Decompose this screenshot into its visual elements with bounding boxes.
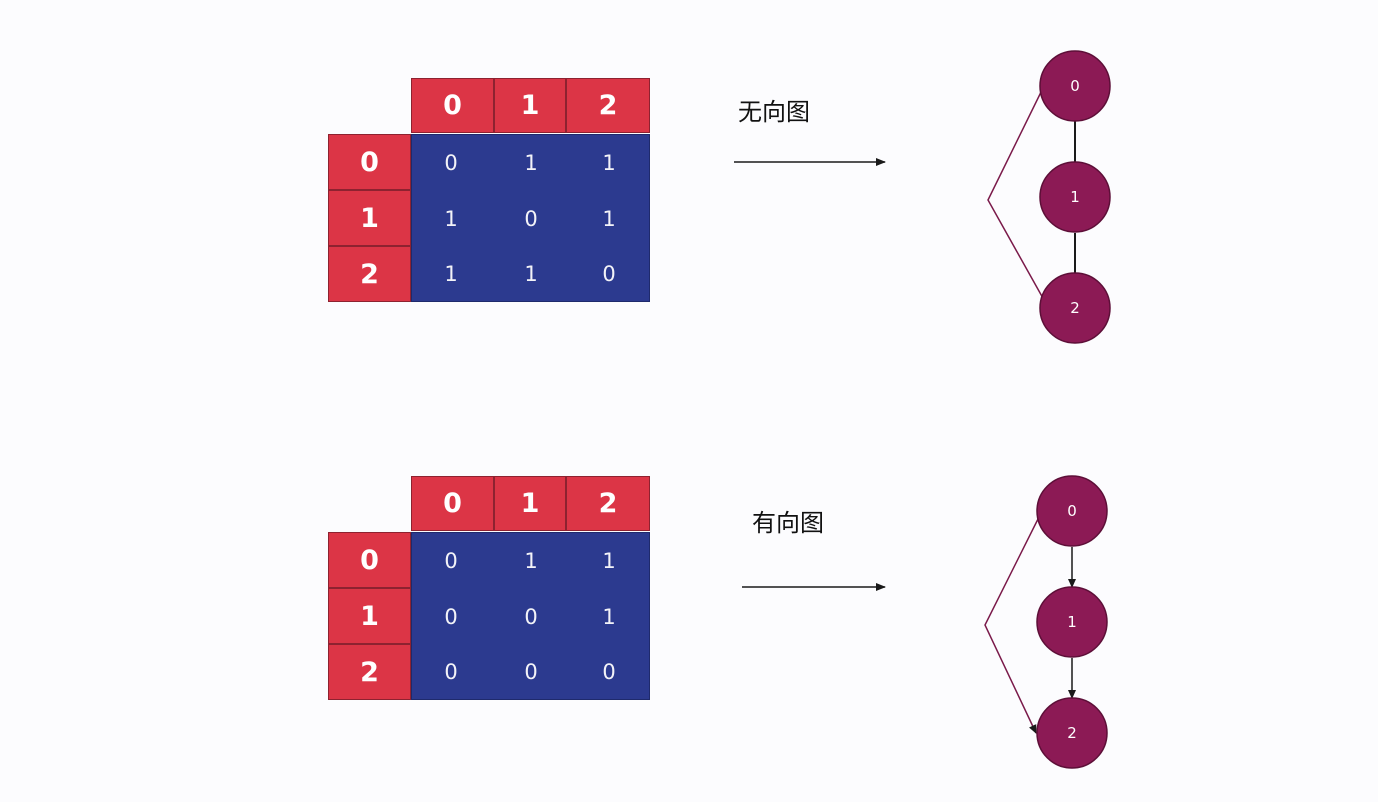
- matrix-cell-1-2: 1: [602, 605, 616, 629]
- matrix-body: 0 1 1 1 0 1 1 1 0: [411, 134, 650, 302]
- graph-node-1: [1036, 586, 1108, 658]
- col-header-1: 1: [494, 476, 566, 531]
- node-label-1: 1: [1067, 613, 1077, 631]
- graph-node-0: [1036, 475, 1108, 547]
- matrix-cell-0-0: 0: [444, 151, 458, 175]
- edge-0-to-2: [984, 512, 1042, 734]
- undirected-adjacency-matrix: 0 1 2 0 1 2 0 1 1 1 0 1 1 1 0: [328, 78, 650, 302]
- matrix-cell-2-2: 0: [602, 660, 616, 684]
- row-header-1: 1: [328, 190, 411, 246]
- col-header-2: 2: [566, 476, 650, 531]
- directed-graph: 0 1 2: [984, 475, 1108, 769]
- graph-node-0: [1039, 50, 1111, 122]
- matrix-cell-1-1: 0: [524, 207, 538, 231]
- graph-node-2: [1036, 697, 1108, 769]
- matrix-cell-2-1: 0: [524, 660, 538, 684]
- matrix-cell-1-2: 1: [602, 207, 616, 231]
- col-header-1: 1: [494, 78, 566, 133]
- directed-adjacency-matrix: 0 1 2 0 1 2 0 1 1 0 0 1 0 0 0: [328, 476, 650, 700]
- undirected-graph-caption: 无向图: [738, 98, 810, 126]
- matrix-cell-0-1: 1: [524, 151, 538, 175]
- matrix-cell-2-0: 1: [444, 262, 458, 286]
- matrix-cell-2-0: 0: [444, 660, 458, 684]
- row-header-0: 0: [328, 134, 411, 190]
- edge-0-2: [987, 87, 1045, 301]
- matrix-cell-0-2: 1: [602, 549, 616, 573]
- graph-node-2: [1039, 272, 1111, 344]
- matrix-cell-2-1: 1: [524, 262, 538, 286]
- node-label-1: 1: [1070, 188, 1080, 206]
- matrix-body: 0 1 1 0 0 1 0 0 0: [411, 532, 650, 700]
- matrix-cell-0-1: 1: [524, 549, 538, 573]
- row-header-1: 1: [328, 588, 411, 644]
- graph-node-1: [1039, 161, 1111, 233]
- directed-graph-caption: 有向图: [752, 509, 824, 537]
- node-label-0: 0: [1067, 502, 1077, 520]
- col-header-0: 0: [411, 78, 494, 133]
- node-label-2: 2: [1067, 724, 1077, 742]
- node-label-0: 0: [1070, 77, 1080, 95]
- matrix-cell-0-0: 0: [444, 549, 458, 573]
- matrix-cell-1-1: 0: [524, 605, 538, 629]
- undirected-graph: 0 1 2: [987, 50, 1111, 344]
- col-header-0: 0: [411, 476, 494, 531]
- row-header-2: 2: [328, 246, 411, 302]
- matrix-cell-2-2: 0: [602, 262, 616, 286]
- node-label-2: 2: [1070, 299, 1080, 317]
- row-header-2: 2: [328, 644, 411, 700]
- col-header-2: 2: [566, 78, 650, 133]
- matrix-cell-1-0: 0: [444, 605, 458, 629]
- matrix-cell-0-2: 1: [602, 151, 616, 175]
- matrix-cell-1-0: 1: [444, 207, 458, 231]
- row-header-0: 0: [328, 532, 411, 588]
